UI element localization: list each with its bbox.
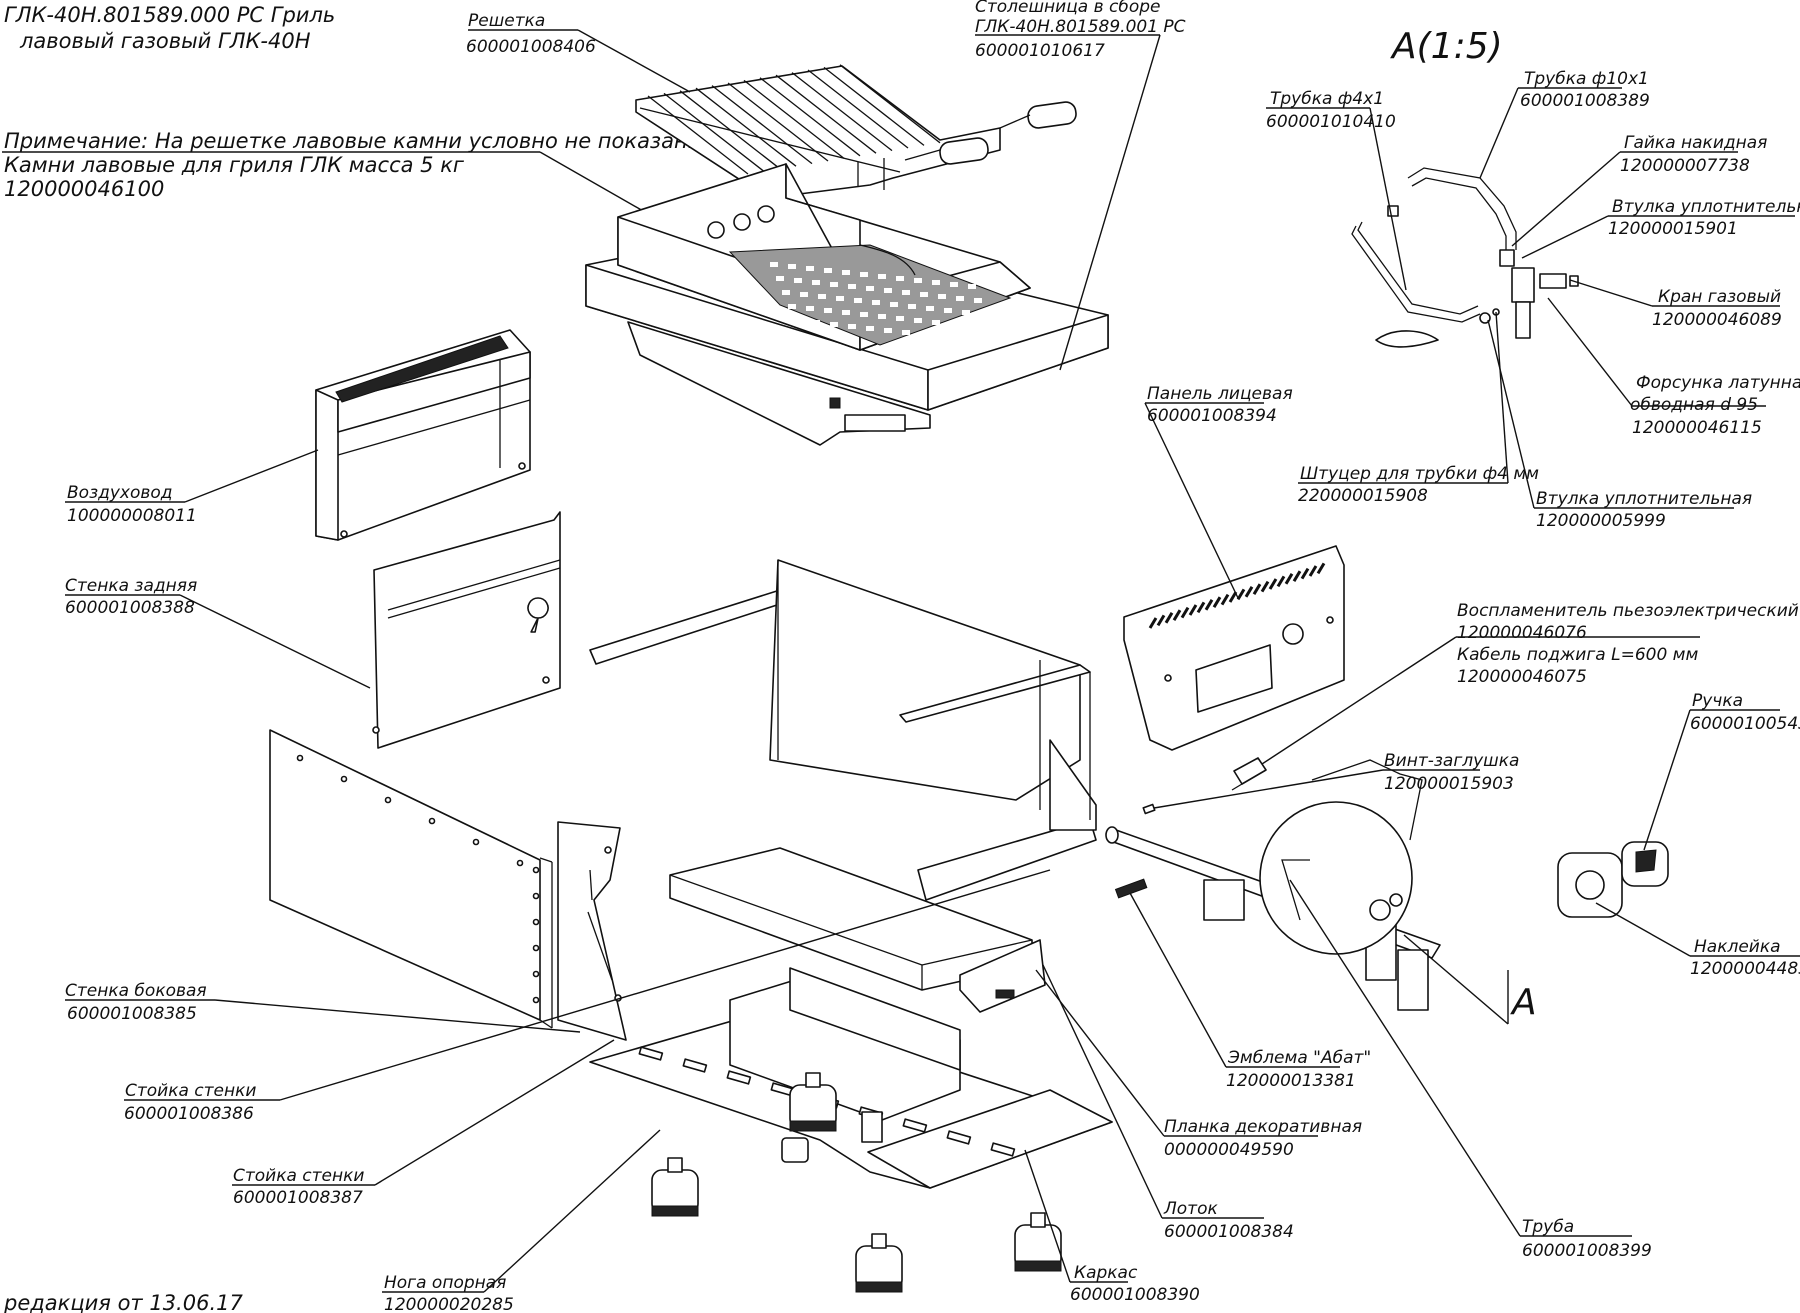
revision-note: редакция от 13.06.17 bbox=[3, 1291, 243, 1313]
label-stoyka2-code: 600001008387 bbox=[233, 1188, 363, 1208]
label-stoyka2-name: Стойка стенки bbox=[233, 1166, 364, 1186]
label-stenka-zadnyaya-code: 600001008388 bbox=[65, 598, 195, 618]
label-vtulka1-name: Втулка уплотнительная bbox=[1612, 197, 1800, 217]
title-line-2: лавовый газовый ГЛК-40Н bbox=[19, 29, 311, 53]
label-truba-code: 600001008399 bbox=[1522, 1241, 1652, 1261]
label-vtulka2-code: 120000005999 bbox=[1536, 511, 1666, 531]
note-line-1: Примечание: На решетке лавовые камни усл… bbox=[4, 129, 711, 153]
label-stoyka1-code: 600001008386 bbox=[124, 1104, 254, 1124]
label-forsunka-name1: Форсунка латунная bbox=[1636, 373, 1800, 393]
label-vosplamenitel-code: 120000046076 bbox=[1457, 623, 1587, 643]
label-planka-name: Планка декоративная bbox=[1164, 1117, 1362, 1137]
label-kabel-name: Кабель поджига L=600 мм bbox=[1457, 645, 1698, 665]
label-vosplamenitel-name: Воспламенитель пьезоэлектрический bbox=[1457, 601, 1799, 621]
air-duct-drawing bbox=[315, 329, 531, 541]
tabletop-drawing bbox=[585, 163, 1109, 446]
label-vint-code: 120000015903 bbox=[1384, 774, 1514, 794]
label-truba-name: Труба bbox=[1522, 1217, 1574, 1237]
label-forsunka-code: 120000046115 bbox=[1632, 418, 1762, 438]
screw-plug-drawing bbox=[1142, 803, 1156, 815]
title-line-1: ГЛК-40Н.801589.000 РС Гриль bbox=[4, 3, 335, 27]
note-line-3: 120000046100 bbox=[4, 177, 164, 201]
label-stenka-bokovaya-code: 600001008385 bbox=[67, 1004, 197, 1024]
label-stoleshnica-code: 600001010617 bbox=[975, 41, 1105, 61]
sticker-handle-drawing bbox=[1557, 841, 1669, 918]
label-shtucer-name: Штуцер для трубки ф4 мм bbox=[1300, 464, 1539, 484]
label-karkas-name: Каркас bbox=[1074, 1263, 1138, 1283]
label-kran-code: 120000046089 bbox=[1652, 310, 1782, 330]
gas-valve-small-drawing bbox=[1259, 759, 1423, 955]
label-noga-name: Нога опорная bbox=[384, 1273, 506, 1293]
label-forsunka-name2: обводная d 95 bbox=[1630, 395, 1758, 415]
label-emblema-name: Эмблема "Абат" bbox=[1227, 1048, 1371, 1068]
label-vozduhovod-code: 100000008011 bbox=[67, 506, 197, 526]
label-vtulka2-name: Втулка уплотнительная bbox=[1536, 489, 1752, 509]
label-trubka4-code: 600001010410 bbox=[1266, 112, 1396, 132]
side-wall-drawing bbox=[269, 729, 553, 1029]
note-line-2: Камни лавовые для гриля ГЛК масса 5 кг bbox=[4, 153, 465, 177]
label-emblema-code: 120000013381 bbox=[1226, 1071, 1356, 1091]
label-stoleshnica-name2: ГЛК-40Н.801589.001 РС bbox=[975, 17, 1186, 37]
support-feet-drawing bbox=[651, 1072, 1062, 1293]
label-trubka10-name: Трубка ф10х1 bbox=[1524, 69, 1649, 89]
label-karkas-code: 600001008390 bbox=[1070, 1285, 1200, 1305]
back-wall-drawing bbox=[372, 511, 561, 749]
label-stoleshnica-name1: Столешница в сборе bbox=[975, 0, 1161, 17]
grate-drawing bbox=[635, 64, 1077, 199]
label-kabel-code: 120000046075 bbox=[1457, 667, 1587, 687]
wall-post-drawing bbox=[557, 821, 627, 1041]
label-planka-code: 000000049590 bbox=[1164, 1140, 1294, 1160]
detail-a-drawing bbox=[1351, 167, 1579, 348]
frame-rails-drawing bbox=[589, 559, 1097, 901]
label-trubka4-name: Трубка ф4х1 bbox=[1270, 89, 1384, 109]
detail-a-marker: А bbox=[1510, 982, 1537, 1023]
label-lotok-name: Лоток bbox=[1163, 1199, 1218, 1219]
emblem-drawing bbox=[1114, 878, 1148, 899]
label-stenka-zadnyaya-name: Стенка задняя bbox=[65, 576, 197, 596]
detail-view-title: А(1:5) bbox=[1390, 26, 1503, 67]
label-ruchka-name: Ручка bbox=[1692, 691, 1743, 711]
title-block: ГЛК-40Н.801589.000 РС Гриль лавовый газо… bbox=[4, 3, 335, 53]
label-lotok-code: 600001008384 bbox=[1164, 1222, 1294, 1242]
label-gayka-name: Гайка накидная bbox=[1624, 133, 1767, 153]
label-reshetka-code: 600001008406 bbox=[466, 37, 596, 57]
label-vint-name: Винт-заглушка bbox=[1384, 751, 1519, 771]
base-frame-drawing bbox=[589, 967, 1113, 1189]
label-noga-code: 120000020285 bbox=[384, 1295, 514, 1313]
piezo-igniter-drawing bbox=[1231, 757, 1267, 791]
leader-lines bbox=[65, 29, 1800, 1293]
label-trubka10-code: 600001008389 bbox=[1520, 91, 1650, 111]
front-panel-drawing bbox=[1123, 545, 1345, 751]
label-shtucer-code: 220000015908 bbox=[1298, 486, 1428, 506]
label-stoyka1-name: Стойка стенки bbox=[125, 1081, 256, 1101]
note-block: Примечание: На решетке лавовые камни усл… bbox=[2, 129, 721, 256]
label-panel-code: 600001008394 bbox=[1147, 406, 1277, 426]
part-labels: Решетка 600001008406 Столешница в сборе … bbox=[65, 0, 1800, 1313]
label-kran-name: Кран газовый bbox=[1658, 287, 1781, 307]
label-nakleyka-name: Наклейка bbox=[1694, 937, 1781, 957]
label-ruchka-code: 600001005439 bbox=[1690, 714, 1800, 734]
label-vozduhovod-name: Воздуховод bbox=[67, 483, 173, 503]
label-vtulka1-code: 120000015901 bbox=[1608, 219, 1738, 239]
label-nakleyka-code: 120000044853 bbox=[1690, 959, 1800, 979]
label-gayka-code: 120000007738 bbox=[1620, 156, 1750, 176]
decor-strip-drawing bbox=[959, 939, 1046, 1013]
label-reshetka-name: Решетка bbox=[468, 11, 545, 31]
label-stenka-bokovaya-name: Стенка боковая bbox=[65, 981, 207, 1001]
label-panel-name: Панель лицевая bbox=[1147, 384, 1293, 404]
